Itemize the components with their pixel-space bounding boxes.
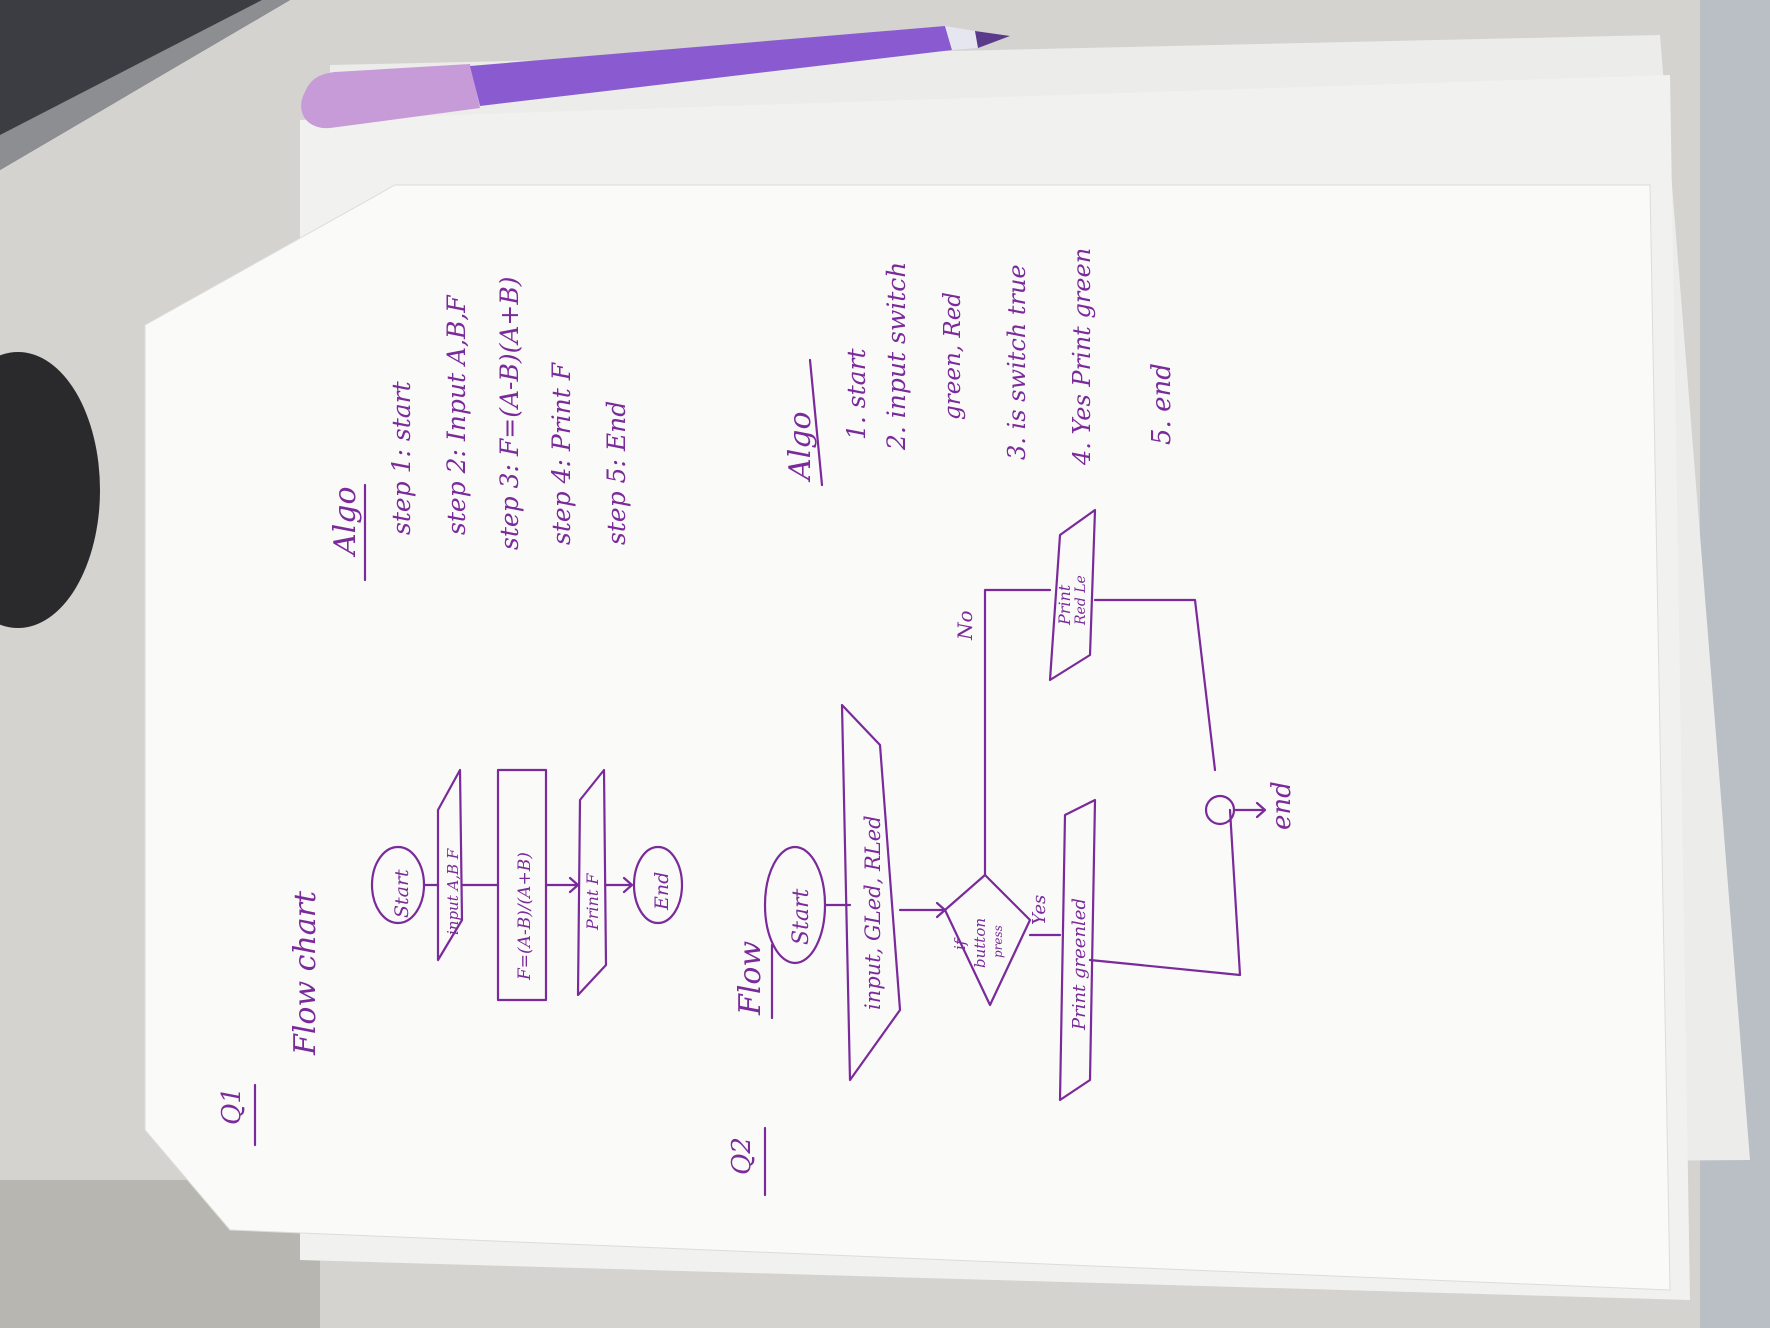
q2-decision-line-2: button [971, 918, 989, 968]
q2-flowchart: Start input, GLed, RLed if button press … [763, 508, 1297, 1102]
main-paper-sheet [144, 184, 1671, 1291]
q1-end-label: End [651, 872, 673, 911]
q2-print-red-line-1: Print [1055, 584, 1074, 626]
q2-decision-diamond [943, 873, 1032, 1007]
pen-cap [301, 64, 480, 129]
q2-print-green-label: Print greenled [1069, 898, 1090, 1031]
q2-green-to-merge [1088, 808, 1242, 977]
q1-end-terminal [632, 845, 684, 925]
q1-input-label: input A,B F [444, 848, 462, 935]
q1-algo-step-3: step 3: F=(A-B)(A+B) [495, 277, 524, 550]
purple-pen [301, 26, 1010, 129]
q1-number: Q1 [217, 1087, 247, 1125]
q1-flowchart: Start input A,B F F=(A-B)/(A+B) Print F … [370, 768, 684, 1002]
q1-arrow-4 [604, 876, 634, 894]
q1-flowchart-title: Flow chart [288, 890, 323, 1056]
q2-algo-underline [808, 358, 824, 487]
pen-grip [945, 26, 978, 50]
q2-print-red-parallelogram [1048, 508, 1097, 682]
q2-start-label: Start [789, 888, 814, 945]
q1-algo-step-4: step 4: Print F [547, 361, 576, 545]
q2-input-parallelogram [840, 703, 902, 1082]
q1-algo: Algo step 1: start step 2: Input A,B,F s… [328, 277, 631, 582]
q2-input-label: input, GLed, RLed [861, 815, 885, 1010]
q2-print-green-parallelogram [1058, 798, 1097, 1102]
q1-arrow-3 [544, 876, 580, 894]
q2-number: Q2 [727, 1137, 757, 1175]
pen-tip [975, 31, 1010, 48]
q2-algo: Algo 1. start 2. input switch green, Red… [783, 248, 1177, 487]
q2-algo-step-2b: green, Red [940, 292, 966, 420]
q1-start-label: Start [391, 869, 413, 918]
q2-print-red-line-2: Red Le [1073, 575, 1089, 626]
laptop-edge-highlight [0, 0, 290, 170]
computer-mouse [0, 352, 100, 628]
q2-algo-step-2: 2. input switch [882, 262, 911, 451]
q1-print-label: Print F [583, 873, 602, 931]
q1-algo-step-2: step 2: Input A,B,F [442, 294, 471, 535]
q2-flow-title: Flow [733, 941, 768, 1016]
q2-merge-arrow [1232, 801, 1267, 819]
q1-process-label: F=(A-B)/(A+B) [515, 852, 535, 981]
q1-input-parallelogram [436, 768, 464, 962]
q2-red-to-merge [1093, 598, 1217, 772]
q2-no-label: No [953, 610, 977, 641]
q1-algo-title: Algo [328, 486, 363, 558]
q2-end-label: end [1267, 781, 1297, 830]
pen-barrel [470, 26, 952, 106]
q2-algo-step-3: 3. is switch true [1003, 264, 1031, 460]
q2-no-line [983, 588, 1052, 877]
q2-decision-line-3: press [991, 925, 1005, 958]
q2-yes-label: Yes [1029, 895, 1050, 925]
q2-algo-step-5: 5. end [1147, 363, 1177, 445]
q2-algo-title: Algo [783, 411, 818, 483]
q1-algo-step-1: step 1: start [387, 380, 416, 535]
q1-print-parallelogram [576, 768, 608, 997]
q2-algo-step-4: 4. Yes Print green [1068, 248, 1096, 466]
q2-decision-line-1: if [951, 937, 969, 950]
q2-algo-step-1: 1. start [842, 347, 871, 440]
q1-algo-step-5: step 5: End [602, 401, 631, 545]
